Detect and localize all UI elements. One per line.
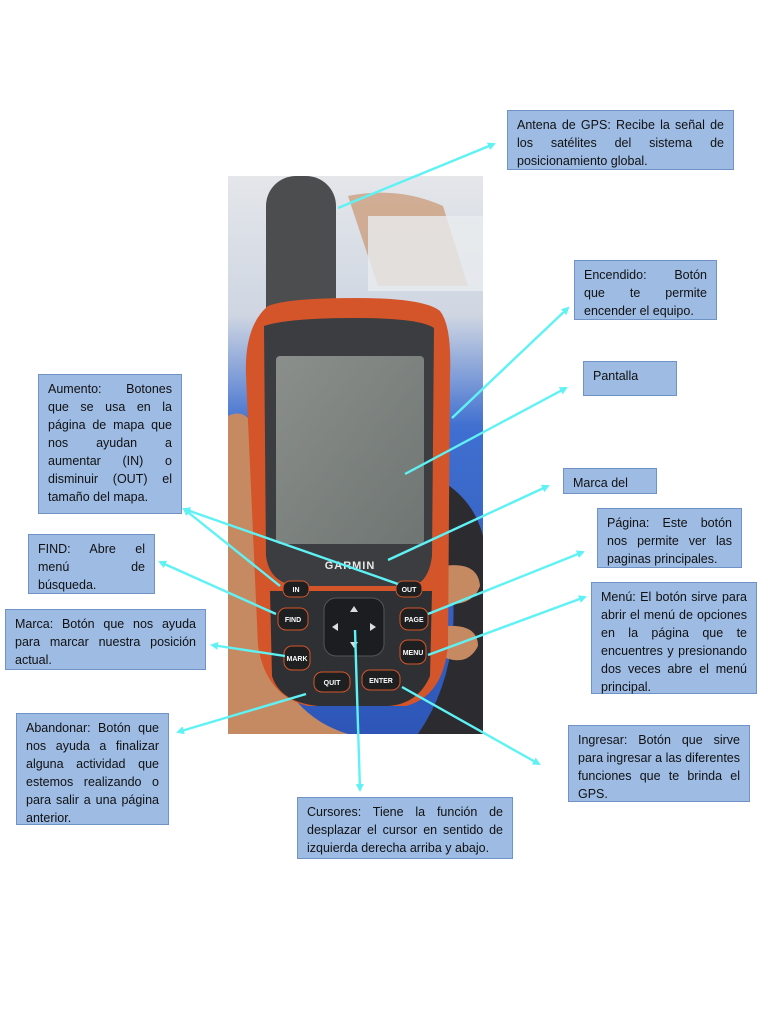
callout-find: FIND: Abre el menú de búsqueda.: [28, 534, 155, 594]
antenna: [266, 176, 336, 336]
menu-button[interactable]: [399, 639, 427, 665]
quit-button-label: QUIT: [324, 680, 341, 687]
callout-cursores: Cursores: Tiene la función de desplazar …: [297, 797, 513, 859]
callout-encendido: Encendido: Botón que te permite encender…: [574, 260, 717, 320]
in-button-label: IN: [293, 587, 300, 594]
find-button[interactable]: [277, 607, 309, 631]
menu-button-label: MENU: [403, 650, 424, 657]
out-button-label: OUT: [402, 587, 418, 594]
callout-menu: Menú: El botón sirve para abrir el menú …: [591, 582, 757, 694]
callout-antena: Antena de GPS: Recibe la señal de los sa…: [507, 110, 734, 170]
rocker-left-arrow-icon: [332, 623, 338, 631]
mark-button[interactable]: [283, 645, 311, 671]
enter-button[interactable]: [361, 669, 401, 691]
callout-marca: Marca: Botón que nos ayuda para marcar n…: [5, 609, 206, 670]
find-button-label: FIND: [285, 617, 301, 624]
callout-ingresar: Ingresar: Botón que sirve para ingresar …: [568, 725, 750, 802]
out-button[interactable]: [395, 580, 423, 598]
callout-abandonar: Abandonar: Botón que nos ayuda a finaliz…: [16, 713, 169, 825]
gps-device-photo: GARMIN IN OUT FIND PAGE MARK MENU QUIT E…: [228, 176, 483, 734]
callout-pagina: Página: Este botón nos permite ver las p…: [597, 508, 742, 568]
rocker-right-arrow-icon: [370, 623, 376, 631]
device-brand: GARMIN: [325, 560, 376, 572]
quit-button[interactable]: [313, 671, 351, 693]
mark-button-label: MARK: [287, 656, 308, 663]
callout-marca-del: Marca del: [563, 468, 657, 494]
device-screen: [276, 356, 424, 544]
rocker-up-arrow-icon: [350, 606, 358, 612]
background-coat: [368, 216, 483, 291]
callout-pantalla: Pantalla: [583, 361, 677, 396]
page-button-label: PAGE: [404, 617, 424, 624]
enter-button-label: ENTER: [369, 678, 393, 685]
callout-aumento: Aumento: Botones que se usa en la página…: [38, 374, 182, 514]
